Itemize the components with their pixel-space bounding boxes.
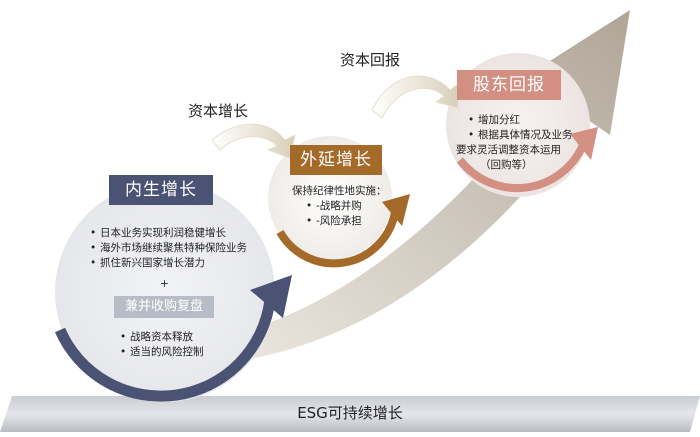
shareholder-return-header: 股东回报 — [457, 70, 561, 100]
ma-review-header: 兼并收购复盘 — [114, 296, 214, 318]
external-item: -战略并购 — [306, 199, 362, 214]
shareholder-item: 根据具体情况及业务 — [468, 128, 572, 143]
capital-growth-curved-arrow — [211, 123, 296, 159]
capital-return-label: 资本回报 — [340, 51, 401, 69]
organic-item: 日本业务实现利润稳健增长 — [90, 226, 247, 241]
organic-circle — [54, 182, 292, 402]
plus-sign: + — [160, 278, 169, 290]
organic-item: 海外市场继续聚焦特种保险业务 — [90, 241, 247, 256]
ma-item: 适当的风险控制 — [120, 345, 203, 360]
shareholder-item: 增加分红 — [468, 113, 573, 128]
shareholder-continuation-1: 要求灵活调整资本运用 — [456, 144, 561, 156]
capital-growth-label: 资本增长 — [188, 102, 249, 120]
shareholder-continuation-2: （回购等） — [480, 159, 533, 171]
organic-item: 抓住新兴国家增长潜力 — [90, 256, 247, 271]
big-growth-arrow — [190, 10, 630, 365]
ma-review-list: 战略资本释放 适当的风险控制 — [118, 330, 204, 360]
external-growth-header: 外延增长 — [290, 145, 382, 175]
organic-growth-list: 日本业务实现利润稳健增长 海外市场继续聚焦特种保险业务 抓住新兴国家增长潜力 — [88, 226, 247, 271]
external-growth-list: -战略并购 -风险承担 — [304, 199, 362, 229]
esg-base-bar — [0, 396, 700, 432]
external-intro: 保持纪律性地实施： — [292, 185, 387, 197]
ma-item: 战略资本释放 — [120, 330, 204, 345]
external-item: -风险承担 — [306, 214, 362, 229]
shareholder-return-list: 增加分红 根据具体情况及业务 — [466, 113, 573, 143]
capital-return-curved-arrow — [371, 75, 459, 119]
organic-growth-header: 内生增长 — [109, 175, 213, 205]
esg-sustainable-growth-label: ESG可持续增长 — [297, 404, 403, 422]
